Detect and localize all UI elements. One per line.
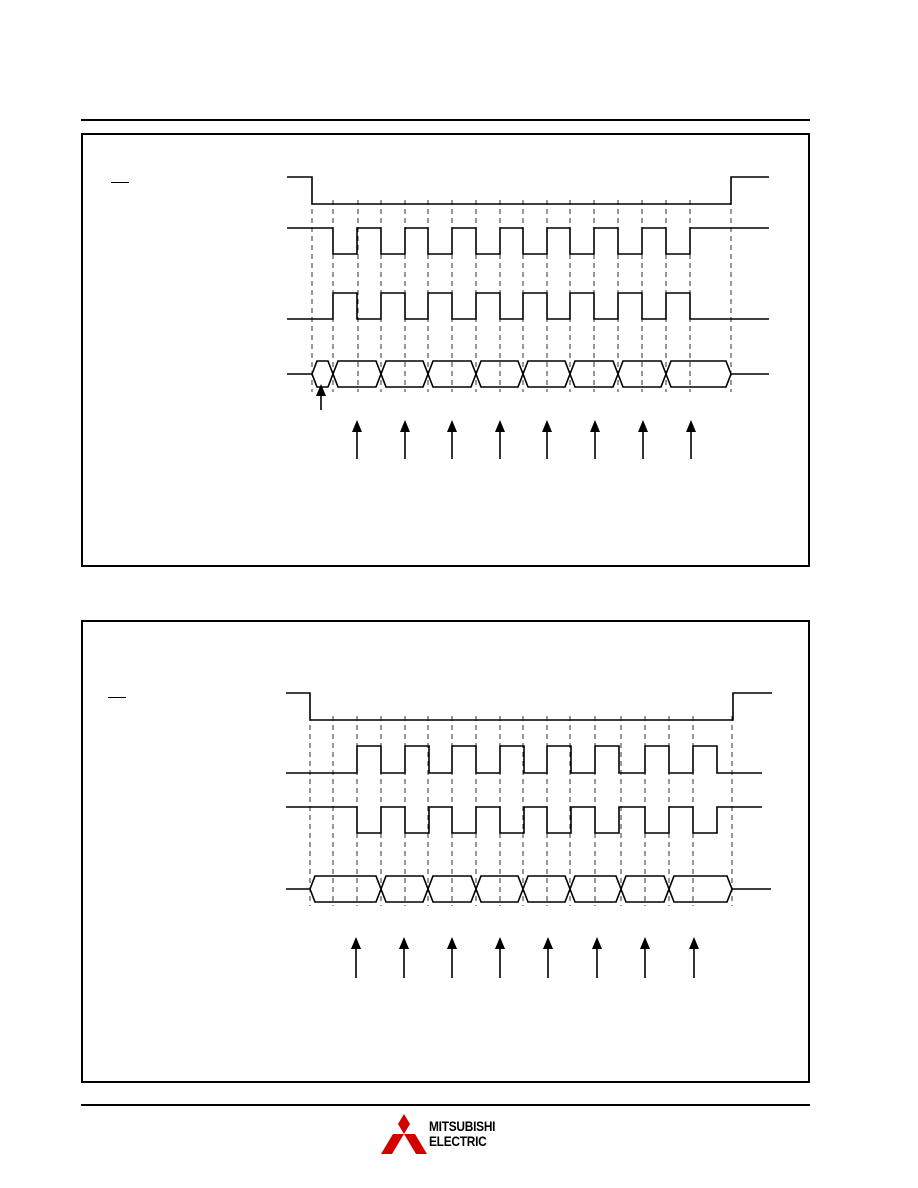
header-rule bbox=[81, 119, 810, 121]
latch-arrow-1-4-head bbox=[495, 420, 505, 432]
latch-arrow-1-5-head bbox=[542, 420, 552, 432]
data-cell-2-8 bbox=[668, 875, 733, 903]
latch-arrow-2-1-head bbox=[351, 937, 361, 949]
latch-arrow-2-3-head bbox=[447, 937, 457, 949]
setup-arrow-head bbox=[316, 384, 326, 396]
three-diamonds-icon bbox=[381, 1114, 427, 1154]
latch-arrow-1-2-head bbox=[400, 420, 410, 432]
signal-2-line bbox=[287, 227, 769, 255]
latch-arrow-2-8-head bbox=[689, 937, 699, 949]
latch-arrow-2-5-head bbox=[543, 937, 553, 949]
latch-arrow-1-7-head bbox=[638, 420, 648, 432]
signal-1-line bbox=[287, 176, 769, 205]
latch-arrow-1-1-head bbox=[352, 420, 362, 432]
timing-panel-2 bbox=[81, 620, 810, 1083]
data-cell-2-5 bbox=[522, 875, 571, 903]
logo-line-2: ELECTRIC bbox=[429, 1133, 487, 1149]
latch-arrow-2-7-head bbox=[640, 937, 650, 949]
timing-diagram-1 bbox=[287, 176, 769, 459]
data-cell-6 bbox=[522, 360, 571, 388]
signal-name-overline-1 bbox=[111, 182, 129, 183]
latch-arrow-1-8-head bbox=[686, 420, 696, 432]
data-cell-2 bbox=[332, 360, 382, 388]
latch-arrow-2-6-head bbox=[592, 937, 602, 949]
data-cell-2-6 bbox=[569, 875, 622, 903]
data-cell-9 bbox=[665, 360, 732, 388]
signal-5-line bbox=[286, 745, 762, 774]
latch-arrow-2-2-head bbox=[399, 937, 409, 949]
data-cell-5 bbox=[475, 360, 524, 388]
data-cell-2-1 bbox=[309, 875, 382, 903]
timing-diagram-2 bbox=[286, 692, 772, 978]
latch-arrow-1-3-head bbox=[447, 420, 457, 432]
timing-panel-1 bbox=[81, 133, 810, 567]
latch-arrow-1-6-head bbox=[590, 420, 600, 432]
mitsubishi-electric-logo: MITSUBISHI ELECTRIC bbox=[381, 1113, 521, 1159]
data-cell-1 bbox=[311, 360, 334, 388]
logo-wordmark: MITSUBISHI ELECTRIC bbox=[429, 1119, 495, 1149]
logo-line-1: MITSUBISHI bbox=[429, 1118, 496, 1134]
footer-rule bbox=[81, 1104, 810, 1106]
data-cell-3 bbox=[380, 360, 429, 388]
signal-name-overline-2 bbox=[108, 697, 126, 698]
signal-4-line bbox=[286, 692, 772, 721]
data-cell-2-4 bbox=[475, 875, 524, 903]
latch-arrow-2-4-head bbox=[495, 937, 505, 949]
data-cell-2-2 bbox=[380, 875, 429, 903]
signal-3-line bbox=[287, 292, 769, 320]
